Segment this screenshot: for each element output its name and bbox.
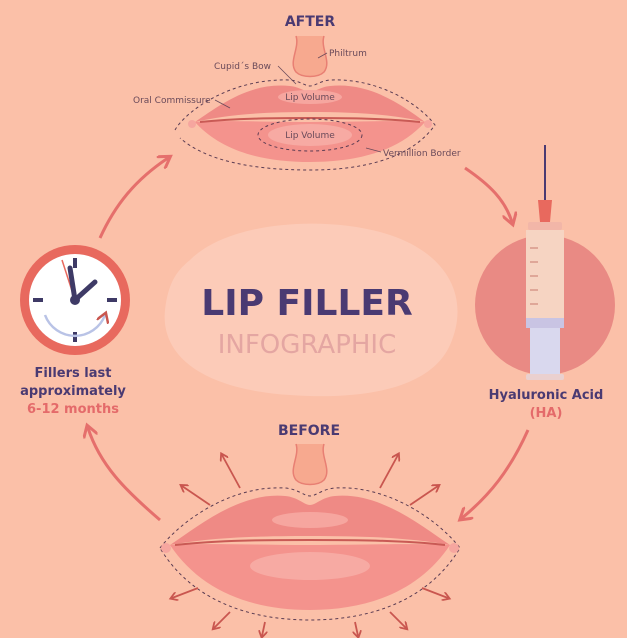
- clock-caption-line1: Fillers last: [35, 366, 112, 381]
- label-cupids-bow: Cupid´s Bow: [214, 61, 271, 72]
- before-lips-icon: [159, 487, 461, 621]
- leader-oral-commissure: [214, 99, 231, 109]
- label-lip-volume-lower: Lip Volume: [285, 131, 335, 141]
- clock-caption-line2: approximately: [20, 384, 126, 399]
- leader-philtrum: [317, 52, 328, 59]
- title-main: LIP FILLER: [201, 283, 412, 324]
- clock-caption-line3: 6-12 months: [27, 402, 119, 417]
- leader-vermillion-border: [365, 147, 382, 153]
- flow-arrow-before-to-clock: [88, 428, 161, 522]
- syringe-caption-line1: Hyaluronic Acid: [489, 388, 604, 403]
- before-philtrum-icon: [292, 443, 328, 486]
- after-philtrum-icon: [292, 35, 328, 78]
- flow-arrow-syringe-to-before: [462, 429, 530, 518]
- clock-icon: [20, 245, 130, 355]
- expansion-arrows: [172, 455, 448, 636]
- flow-arrow-clock-to-after: [98, 158, 168, 239]
- after-label: AFTER: [285, 14, 336, 30]
- title-sub: INFOGRAPHIC: [218, 330, 397, 360]
- syringe-icon: [475, 145, 615, 380]
- after-lips-icon: [174, 79, 436, 171]
- center-blob: [164, 223, 458, 397]
- leader-cupids-bow: [277, 65, 297, 85]
- before-label: BEFORE: [278, 423, 340, 439]
- label-vermillion-border: Vermillion Border: [383, 149, 461, 159]
- label-oral-commissure: Oral Commissure: [133, 96, 211, 106]
- label-philtrum: Philtrum: [329, 49, 367, 59]
- flow-arrow-after-to-syringe: [464, 166, 512, 222]
- label-lip-volume-upper: Lip Volume: [285, 93, 335, 103]
- syringe-caption-line2: (HA): [530, 406, 563, 421]
